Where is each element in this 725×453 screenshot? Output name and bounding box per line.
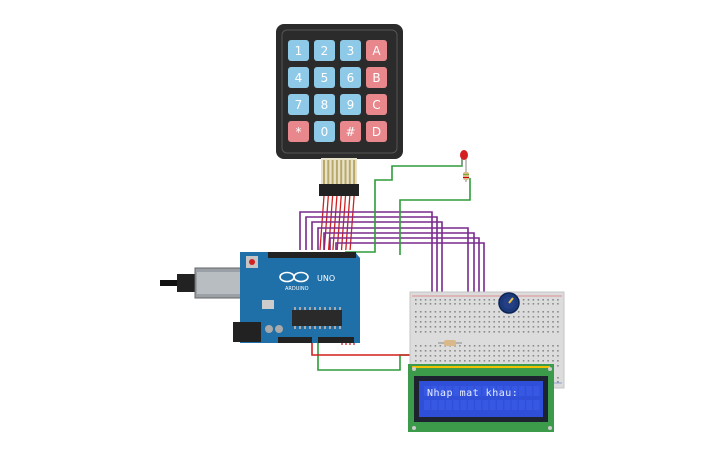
red-led[interactable] bbox=[460, 150, 468, 170]
arduino-uno-board[interactable]: ARDUINO UNO bbox=[160, 252, 360, 343]
breadboard-resistor[interactable] bbox=[438, 340, 462, 346]
microcontroller-chip bbox=[292, 310, 342, 326]
keypad-key-6[interactable]: 6 bbox=[340, 67, 361, 88]
keypad-key-label: A bbox=[372, 44, 381, 58]
keypad-key-9[interactable]: 9 bbox=[340, 94, 361, 115]
power-jack bbox=[233, 322, 261, 342]
keypad-key-5[interactable]: 5 bbox=[314, 67, 335, 88]
keypad-key-label: 9 bbox=[347, 98, 355, 112]
keypad-key-D[interactable]: D bbox=[366, 121, 387, 142]
keypad-key-A[interactable]: A bbox=[366, 40, 387, 61]
keypad-key-0[interactable]: 0 bbox=[314, 121, 335, 142]
analog-header bbox=[318, 337, 354, 343]
arduino-brand-label: ARDUINO bbox=[285, 286, 309, 292]
power-header bbox=[278, 337, 312, 343]
potentiometer[interactable] bbox=[498, 292, 520, 314]
keypad-key-1[interactable]: 1 bbox=[288, 40, 309, 61]
keypad-key-label: 1 bbox=[295, 44, 303, 58]
keypad-key-label: 5 bbox=[321, 71, 329, 85]
keypad[interactable]: 1 2 3 A 4 5 6 B 7 8 9 C * 0 # D bbox=[276, 24, 403, 159]
keypad-key-B[interactable]: B bbox=[366, 67, 387, 88]
lcd-16x2-display[interactable]: Nhap mat khau: bbox=[408, 364, 554, 432]
keypad-key-label: 7 bbox=[295, 98, 303, 112]
resistor[interactable] bbox=[463, 170, 469, 182]
keypad-key-label: 4 bbox=[295, 71, 303, 85]
arduino-model-label: UNO bbox=[317, 274, 335, 283]
digital-header bbox=[268, 252, 356, 258]
keypad-key-8[interactable]: 8 bbox=[314, 94, 335, 115]
keypad-key-label: D bbox=[372, 125, 381, 139]
keypad-key-label: 3 bbox=[347, 44, 355, 58]
keypad-ribbon-connector bbox=[319, 158, 359, 196]
keypad-key-7[interactable]: 7 bbox=[288, 94, 309, 115]
lcd-text-line-1: Nhap mat khau: bbox=[427, 388, 518, 399]
keypad-key-C[interactable]: C bbox=[366, 94, 387, 115]
usb-plug bbox=[177, 274, 197, 292]
keypad-key-3[interactable]: 3 bbox=[340, 40, 361, 61]
keypad-key-label: C bbox=[372, 98, 380, 112]
keypad-key-2[interactable]: 2 bbox=[314, 40, 335, 61]
keypad-inner-border bbox=[281, 29, 398, 154]
arduino-logo-icon bbox=[279, 271, 309, 283]
keypad-key-label: 6 bbox=[347, 71, 355, 85]
keypad-key-#[interactable]: # bbox=[340, 121, 361, 142]
keypad-key-label: 2 bbox=[321, 44, 329, 58]
keypad-key-label: * bbox=[296, 125, 302, 139]
keypad-key-label: B bbox=[372, 71, 380, 85]
keypad-key-label: 8 bbox=[321, 98, 329, 112]
keypad-key-label: 0 bbox=[321, 125, 329, 139]
keypad-key-label: # bbox=[345, 125, 355, 139]
keypad-key-*[interactable]: * bbox=[288, 121, 309, 142]
keypad-key-4[interactable]: 4 bbox=[288, 67, 309, 88]
